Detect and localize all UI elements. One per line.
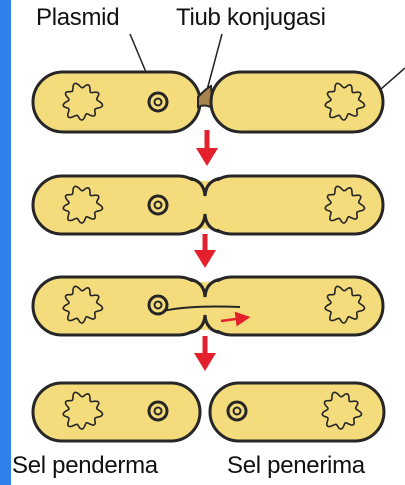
stage-1-cells	[33, 72, 383, 132]
donor-cell	[33, 72, 200, 132]
chromosomes	[63, 83, 364, 429]
recipient-cell	[203, 176, 383, 234]
recipient-cell	[211, 72, 383, 132]
recipient-cell	[210, 383, 384, 441]
donor-cell	[33, 383, 200, 441]
stage-2-cells	[33, 176, 383, 234]
donor-cell	[33, 277, 207, 335]
stage-3-cells	[33, 277, 383, 335]
stage-4-cells	[33, 383, 384, 441]
down-arrow-icon	[196, 130, 218, 166]
donor-cell	[33, 176, 207, 234]
down-arrow-icon	[194, 234, 216, 268]
down-arrow-icon	[194, 336, 216, 371]
